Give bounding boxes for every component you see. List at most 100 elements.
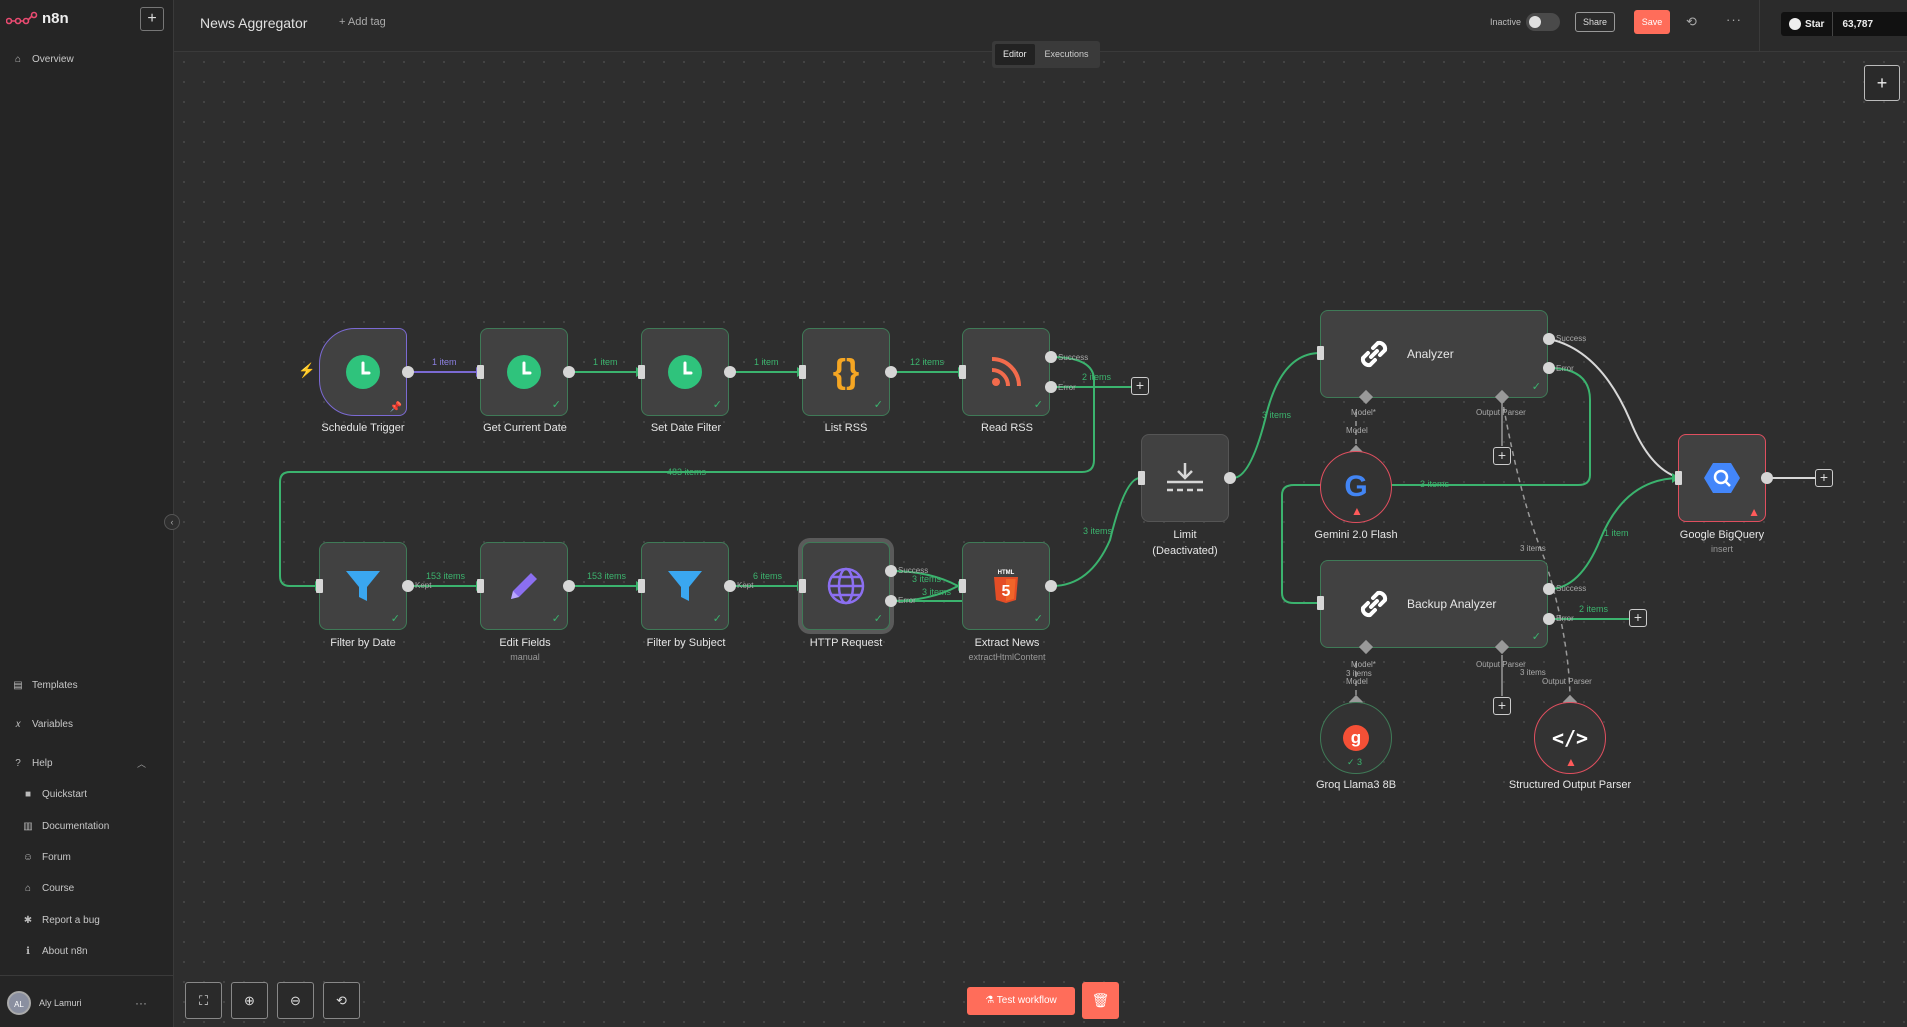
- node-limit[interactable]: [1141, 434, 1229, 522]
- node-edit-fields[interactable]: ✓: [480, 542, 568, 630]
- node-groq[interactable]: g ✓ 3: [1320, 702, 1392, 774]
- active-toggle[interactable]: [1526, 13, 1560, 31]
- output-port[interactable]: [1761, 472, 1773, 484]
- input-port[interactable]: [477, 365, 484, 379]
- add-parser-plus-icon[interactable]: +: [1493, 447, 1511, 465]
- input-port[interactable]: [638, 365, 645, 379]
- node-label: Read RSS: [981, 422, 1033, 434]
- header-divider: [1759, 0, 1760, 52]
- input-port[interactable]: [316, 579, 323, 593]
- output-port[interactable]: [885, 366, 897, 378]
- node-structured-output-parser[interactable]: </> ▲: [1534, 702, 1606, 774]
- zoom-in-button[interactable]: ⊕: [231, 982, 268, 1019]
- success-output-port[interactable]: [1045, 351, 1057, 363]
- history-icon[interactable]: ⟲: [1686, 14, 1697, 29]
- info-icon: ℹ: [26, 946, 30, 957]
- node-backup-analyzer[interactable]: Backup Analyzer ✓: [1320, 560, 1548, 648]
- output-port[interactable]: [724, 366, 736, 378]
- output-port[interactable]: [724, 580, 736, 592]
- node-read-rss[interactable]: ✓: [962, 328, 1050, 416]
- port-label: Output Parser: [1476, 660, 1526, 669]
- output-port[interactable]: [1045, 580, 1057, 592]
- node-filter-by-subject[interactable]: ✓: [641, 542, 729, 630]
- success-output-port[interactable]: [885, 565, 897, 577]
- input-port[interactable]: [959, 365, 966, 379]
- node-http-request[interactable]: ✓: [802, 542, 890, 630]
- workflow-name[interactable]: News Aggregator: [200, 15, 308, 31]
- node-get-current-date[interactable]: ✓: [480, 328, 568, 416]
- node-list-rss[interactable]: {} ✓: [802, 328, 890, 416]
- sidebar-item-help[interactable]: ?Help︿: [12, 757, 146, 770]
- node-filter-by-date[interactable]: ✓: [319, 542, 407, 630]
- sidebar-item-forum[interactable]: ☺Forum: [22, 852, 71, 863]
- input-port[interactable]: [638, 579, 645, 593]
- node-set-date-filter[interactable]: ✓: [641, 328, 729, 416]
- add-node-plus-icon[interactable]: +: [1131, 377, 1149, 395]
- share-button[interactable]: Share: [1575, 12, 1615, 32]
- node-title: Backup Analyzer: [1407, 597, 1497, 611]
- google-icon: G: [1344, 470, 1368, 503]
- input-port[interactable]: [1138, 471, 1145, 485]
- user-more-icon[interactable]: ···: [135, 996, 147, 1010]
- add-tag-button[interactable]: + Add tag: [339, 16, 386, 28]
- clock-icon: [346, 355, 380, 389]
- error-output-port[interactable]: [1045, 381, 1057, 393]
- node-analyzer[interactable]: Analyzer ✓: [1320, 310, 1548, 398]
- input-port[interactable]: [1675, 471, 1682, 485]
- zoom-out-button[interactable]: ⊖: [277, 982, 314, 1019]
- input-port[interactable]: [799, 579, 806, 593]
- success-output-port[interactable]: [1543, 333, 1555, 345]
- error-output-port[interactable]: [1543, 613, 1555, 625]
- node-label: Extract News: [974, 637, 1040, 649]
- input-port[interactable]: [959, 579, 966, 593]
- sidebar-add-button[interactable]: +: [140, 7, 164, 31]
- input-port[interactable]: [1317, 346, 1324, 360]
- collapse-sidebar-icon[interactable]: ‹: [164, 514, 180, 530]
- users-icon: ☺: [22, 852, 34, 863]
- more-options-icon[interactable]: ···: [1726, 12, 1742, 27]
- add-parser-plus-icon[interactable]: +: [1493, 697, 1511, 715]
- add-node-plus-icon[interactable]: +: [1629, 609, 1647, 627]
- sidebar-item-overview[interactable]: ⌂Overview: [12, 54, 74, 65]
- node-google-bigquery[interactable]: ▲: [1678, 434, 1766, 522]
- add-node-plus-icon[interactable]: +: [1815, 469, 1833, 487]
- input-port[interactable]: [1317, 596, 1324, 610]
- tab-editor[interactable]: Editor: [995, 44, 1035, 65]
- sidebar-item-course[interactable]: ⌂Course: [22, 883, 74, 894]
- node-schedule-trigger[interactable]: 📌: [319, 328, 407, 416]
- test-workflow-button[interactable]: ⚗ Test workflow: [967, 987, 1075, 1015]
- fit-view-button[interactable]: ⛶: [185, 982, 222, 1019]
- output-port[interactable]: [563, 366, 575, 378]
- github-star-button[interactable]: Star 63,787: [1781, 12, 1907, 36]
- trigger-bolt-icon: ⚡: [298, 362, 316, 378]
- sidebar-item-quickstart[interactable]: ■Quickstart: [22, 789, 87, 800]
- pin-icon: 📌: [389, 402, 402, 413]
- error-output-port[interactable]: [885, 595, 897, 607]
- output-port[interactable]: [402, 580, 414, 592]
- node-gemini[interactable]: G ▲: [1320, 451, 1392, 523]
- zoom-out-icon: ⊖: [290, 993, 301, 1008]
- add-node-button[interactable]: +: [1864, 65, 1900, 101]
- sidebar-item-report-bug[interactable]: ✱Report a bug: [22, 915, 100, 926]
- output-port[interactable]: [1224, 472, 1236, 484]
- input-port[interactable]: [477, 579, 484, 593]
- success-check-icon: ✓: [390, 613, 400, 625]
- sidebar-item-documentation[interactable]: ▥Documentation: [22, 821, 109, 832]
- output-port[interactable]: [402, 366, 414, 378]
- sidebar-item-templates[interactable]: ▤Templates: [12, 680, 77, 691]
- tab-executions[interactable]: Executions: [1044, 49, 1089, 59]
- app-name: n8n: [42, 10, 69, 27]
- error-output-port[interactable]: [1543, 362, 1555, 374]
- user-menu[interactable]: AL Aly Lamuri: [7, 991, 82, 1015]
- filter-icon: [346, 571, 380, 601]
- output-port[interactable]: [563, 580, 575, 592]
- input-port[interactable]: [799, 365, 806, 379]
- reset-zoom-button[interactable]: ⟲: [323, 982, 360, 1019]
- success-output-port[interactable]: [1543, 583, 1555, 595]
- delete-execution-button[interactable]: 🗑: [1082, 982, 1119, 1019]
- save-button[interactable]: Save: [1634, 10, 1670, 34]
- n8n-logo[interactable]: n8n: [6, 10, 69, 27]
